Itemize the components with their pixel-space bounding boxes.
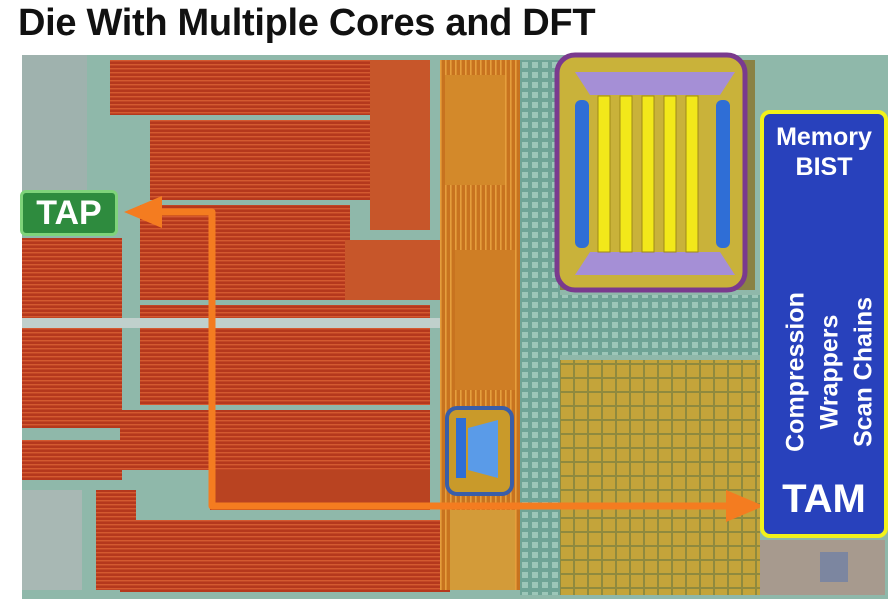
tap-label: TAP [20,190,118,236]
core-region-middle [440,60,520,590]
tam-label: TAM [782,477,866,521]
scan-chains-label: Scan Chains [849,296,878,448]
die-edge-bus [22,318,522,328]
arrow-head-tap [124,196,162,228]
page-title: Die With Multiple Cores and DFT [18,2,596,44]
memory-bist-label: Memory BIST [776,123,872,181]
wrappers-label: Wrappers [815,314,844,430]
core-highlight-small [445,406,514,496]
bus-column [520,60,560,595]
compression-label: Compression [781,292,810,452]
dft-panel: Memory BIST Compression Wrappers Scan Ch… [760,110,888,538]
tap-tam-arrow [158,208,740,510]
core-region-left [22,60,450,592]
core-highlight-large [554,52,748,293]
arrow-head-tam [726,490,764,522]
